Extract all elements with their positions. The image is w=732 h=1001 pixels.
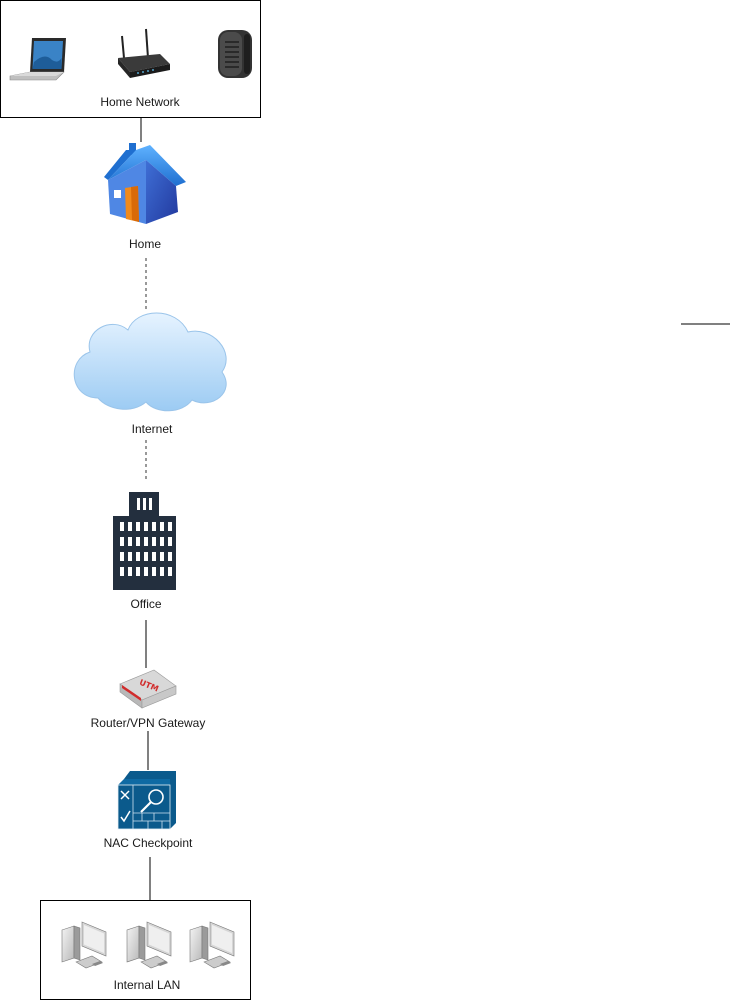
workstation-icon: [189, 921, 235, 969]
utm-appliance-icon: UTM: [119, 669, 177, 709]
router-label: Router/VPN Gateway: [91, 716, 206, 730]
internal-lan-group[interactable]: Internal LAN: [40, 900, 251, 1000]
workstation-icon: [61, 921, 107, 969]
nac-firewall-icon: [117, 771, 176, 830]
nac-node[interactable]: NAC Checkpoint: [104, 771, 193, 850]
office-label: Office: [130, 597, 161, 611]
workstation-icon: [126, 921, 172, 969]
home-node[interactable]: Home: [104, 143, 186, 251]
laptop-icon: [9, 38, 66, 81]
cloud-icon: [73, 312, 227, 412]
home-network-group[interactable]: Home Network: [0, 0, 261, 118]
wireless-router-icon: [118, 28, 170, 78]
modem-icon: [218, 30, 252, 78]
home-label: Home: [129, 237, 161, 251]
office-building-icon: [113, 492, 176, 590]
home-network-label: Home Network: [100, 95, 180, 109]
internet-label: Internet: [132, 422, 173, 436]
internet-node[interactable]: Internet: [73, 312, 227, 436]
office-node[interactable]: Office: [113, 492, 176, 611]
nac-label: NAC Checkpoint: [104, 836, 193, 850]
router-node[interactable]: UTM Router/VPN Gateway: [91, 669, 206, 730]
internal-lan-label: Internal LAN: [114, 978, 181, 992]
house-icon: [104, 143, 186, 224]
